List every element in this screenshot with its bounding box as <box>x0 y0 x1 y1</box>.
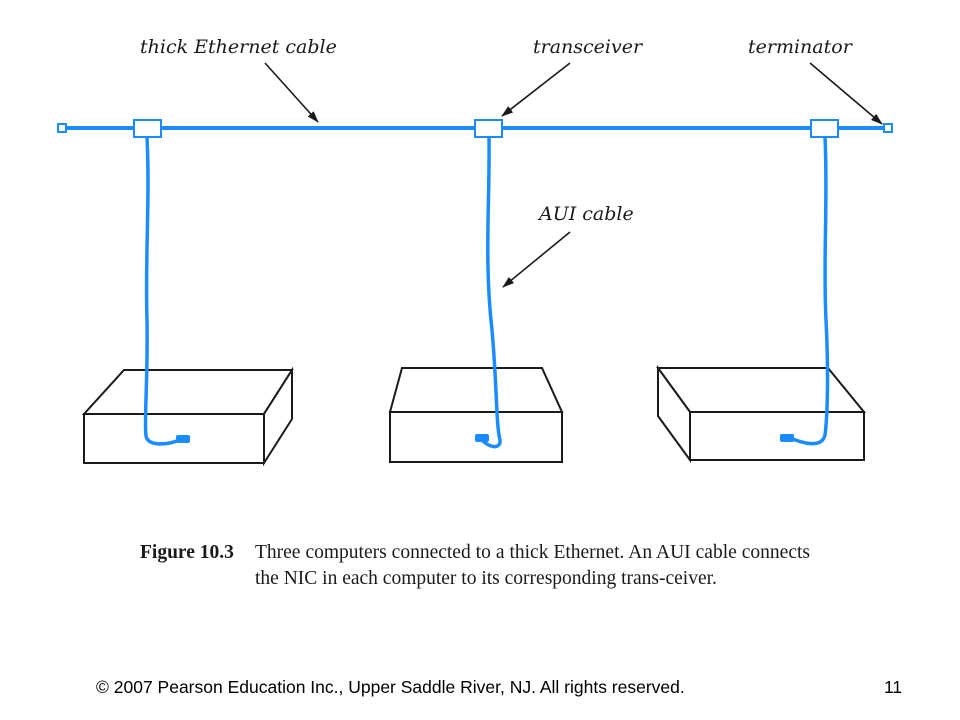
copyright-footer: © 2007 Pearson Education Inc., Upper Sad… <box>96 677 685 697</box>
computer-2 <box>388 367 564 463</box>
aui-cable-pointer-arrow <box>502 231 571 288</box>
nic-connector-3 <box>780 434 794 442</box>
transceiver-2 <box>474 119 503 138</box>
terminator-label: terminator <box>748 36 854 58</box>
terminator-right <box>883 123 893 133</box>
caption-text: Three computers connected to a thick Eth… <box>255 542 810 589</box>
computer-3 <box>656 364 867 464</box>
figure-number: Figure 10.3 <box>140 542 234 563</box>
transceiver-1 <box>133 119 162 138</box>
aui-cable-2 <box>478 135 502 449</box>
terminator-left <box>57 123 67 133</box>
aui-cable-1 <box>143 135 184 446</box>
transceiver-pointer-arrow <box>501 62 571 117</box>
terminator-pointer-arrow <box>809 62 883 125</box>
aui-cable-3 <box>788 135 830 446</box>
thick-cable-pointer-arrow <box>264 62 319 123</box>
computer-1 <box>81 366 294 467</box>
page-number: 11 <box>884 677 903 697</box>
transceiver-label: transceiver <box>533 36 644 58</box>
nic-connector-2 <box>475 434 489 442</box>
aui-cable-label: AUI cable <box>537 203 634 225</box>
transceiver-3 <box>810 119 839 138</box>
nic-connector-1 <box>176 435 190 443</box>
thick-ethernet-cable-label: thick Ethernet cable <box>140 36 337 58</box>
